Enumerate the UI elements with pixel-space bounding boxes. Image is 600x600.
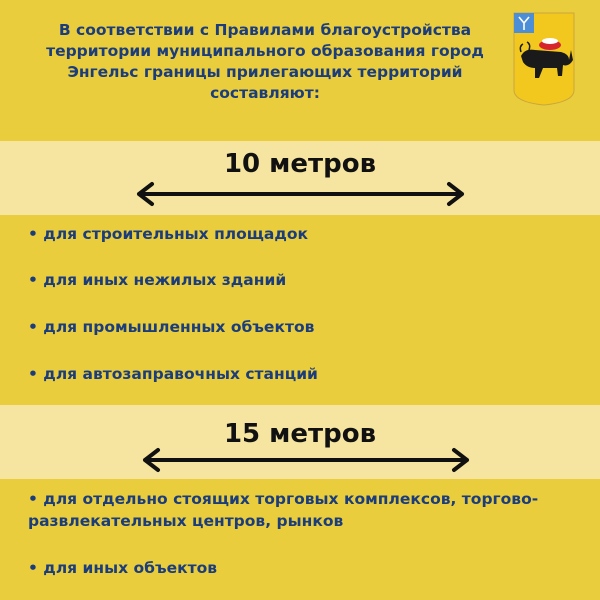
list-item: • для промышленных объектов <box>28 318 315 336</box>
list-item: • для строительных площадок <box>28 225 309 243</box>
double-arrow-icon <box>143 448 469 472</box>
coat-of-arms-icon <box>513 12 575 106</box>
distance-band-15: 15 метров <box>0 405 600 479</box>
list-item: • для иных нежилых зданий <box>28 271 287 289</box>
list-item: • для автозаправочных станций <box>28 365 318 383</box>
double-arrow-icon <box>137 182 464 206</box>
list-item: • для отдельно стоящих торговых комплекс… <box>28 490 539 530</box>
distance-label: 15 метров <box>223 419 377 449</box>
distance-band-10: 10 метров <box>0 141 600 215</box>
list-item: • для иных объектов <box>28 559 218 577</box>
distance-label: 10 метров <box>223 149 377 179</box>
page-title: В соответствии с Правилами благоустройст… <box>46 21 484 102</box>
